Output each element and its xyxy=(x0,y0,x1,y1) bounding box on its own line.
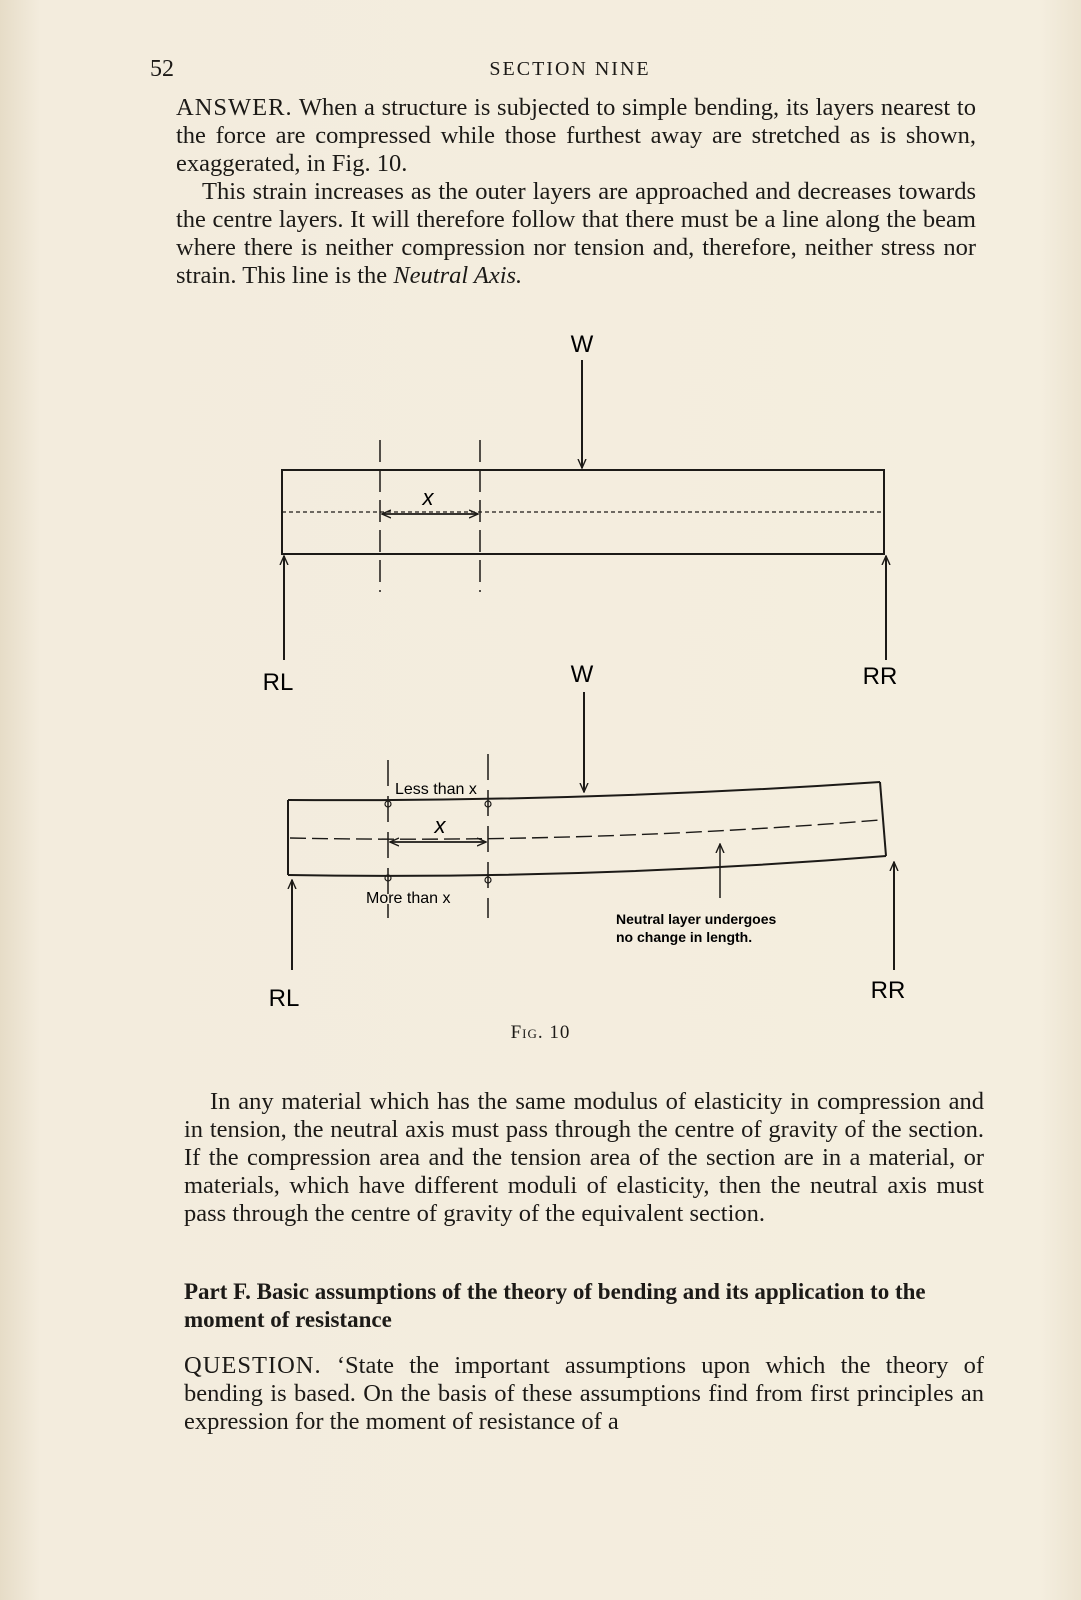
neutral-axis-paragraph: In any material which has the same modul… xyxy=(184,1088,984,1227)
bent-beam-diagram xyxy=(287,692,894,970)
question-label: QUESTION. xyxy=(184,1352,322,1379)
running-head: SECTION NINE xyxy=(489,58,651,80)
marker-point-4 xyxy=(484,876,492,884)
marker-point-1 xyxy=(384,800,392,808)
beam-bottom-edge-bent xyxy=(287,855,887,877)
neutral-axis-term: Neutral Axis. xyxy=(393,262,523,289)
marker-point-3 xyxy=(384,874,392,882)
question-block: QUESTION. ‘State the important assumptio… xyxy=(184,1352,984,1436)
marker-point-2 xyxy=(484,800,492,808)
beam-right-end xyxy=(879,781,887,857)
beam-top-edge-bent xyxy=(287,781,881,802)
straight-beam-diagram xyxy=(282,360,886,660)
neutral-layer-note-line-1: Neutral layer undergoes xyxy=(616,911,776,927)
more-than-label: More than x xyxy=(366,890,450,907)
beam-bending-diagram: W x RL RR W xyxy=(263,331,906,1012)
answer-block: ANSWER. When a structure is subjected to… xyxy=(176,94,976,290)
less-than-label: Less than x xyxy=(395,781,477,798)
left-reaction-label-top: RL xyxy=(263,669,294,696)
page-number: 52 xyxy=(150,56,174,82)
answer-paragraph-2: This strain increases as the outer layer… xyxy=(176,178,976,290)
question-paragraph: QUESTION. ‘State the important assumptio… xyxy=(184,1352,984,1436)
neutral-layer-note-line-2: no change in length. xyxy=(616,929,752,945)
load-label-bottom: W xyxy=(571,661,594,688)
left-reaction-label-bottom: RL xyxy=(269,985,300,1012)
right-reaction-label-top: RR xyxy=(863,663,898,690)
answer-text-2: This strain increases as the outer layer… xyxy=(176,178,976,289)
neutral-axis-paragraph-block: In any material which has the same modul… xyxy=(184,1088,984,1228)
answer-label: ANSWER. xyxy=(176,94,293,121)
figure-caption: Fig. 10 xyxy=(510,1022,571,1043)
right-reaction-label-bottom: RR xyxy=(871,977,906,1004)
distance-label-bottom: x xyxy=(434,813,447,838)
page-header: 52 SECTION NINE xyxy=(150,56,990,86)
answer-text: When a structure is subjected to simple … xyxy=(176,94,976,177)
load-label-top: W xyxy=(571,331,594,358)
part-f-heading: Part F. Basic assumptions of the theory … xyxy=(184,1279,926,1332)
answer-paragraph-1: ANSWER. When a structure is subjected to… xyxy=(176,94,976,178)
distance-label-top: x xyxy=(422,485,435,510)
figure-10: W x RL RR W xyxy=(0,330,1081,1050)
neutral-axis-line xyxy=(289,819,881,840)
question-text: ‘State the important assumptions upon wh… xyxy=(184,1352,984,1435)
